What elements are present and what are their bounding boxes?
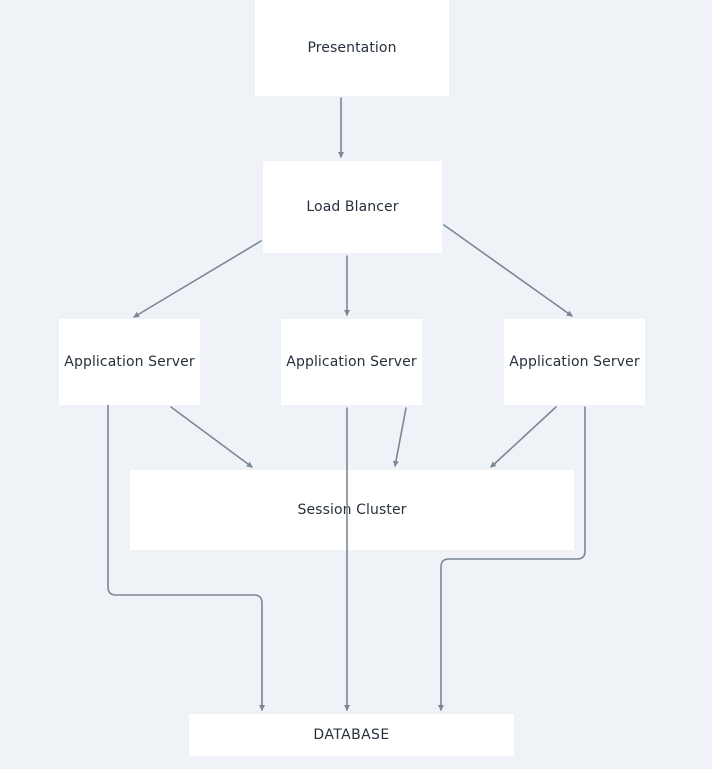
app-server-label-2: Application Server xyxy=(286,354,417,370)
edge-app-server-2-to-session-cluster xyxy=(392,407,407,467)
session-cluster-label: Session Cluster xyxy=(297,502,407,518)
edge-load-balancer-to-app-server-3 xyxy=(443,224,573,317)
edge-app-server-1-to-session-cluster xyxy=(170,406,253,468)
load-balancer-node: Load Blancer xyxy=(263,161,442,253)
database-label: DATABASE xyxy=(313,727,390,743)
edge-app-server-3-to-database xyxy=(438,406,586,711)
app-server-node-1: Application Server xyxy=(59,319,200,405)
app-server-label-3: Application Server xyxy=(509,354,640,370)
load-balancer-label: Load Blancer xyxy=(306,199,399,215)
app-server-label-1: Application Server xyxy=(64,354,195,370)
presentation-label: Presentation xyxy=(307,40,397,56)
edge-app-server-1-to-database xyxy=(107,404,265,711)
presentation-node: Presentation xyxy=(255,0,449,96)
edge-load-balancer-to-app-server-1 xyxy=(133,240,262,318)
database-node: DATABASE xyxy=(189,714,514,756)
app-server-node-3: Application Server xyxy=(504,319,645,405)
edge-app-server-3-to-session-cluster xyxy=(490,406,557,468)
session-cluster-node: Session Cluster xyxy=(130,470,574,550)
app-server-node-2: Application Server xyxy=(281,319,422,405)
